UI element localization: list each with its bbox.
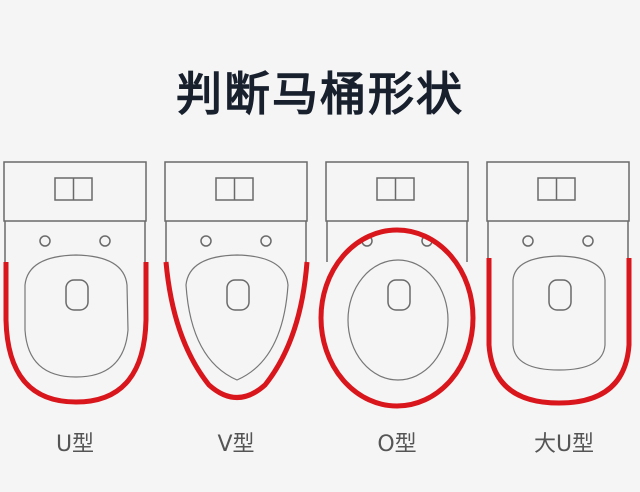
toilet-big-u: [486, 161, 632, 406]
v-shape-outline: [163, 261, 310, 400]
o-shape-outline: [318, 227, 476, 409]
toilet-u: [3, 161, 149, 405]
label-u: U型: [55, 432, 95, 457]
big-u-shape-outline: [486, 258, 632, 406]
label-o: O型: [377, 432, 417, 457]
u-shape-outline: [3, 262, 149, 405]
label-big-u: 大U型: [533, 432, 595, 457]
label-v: V型: [217, 432, 255, 457]
page-title: 判断马桶形状: [176, 67, 464, 121]
toilet-v: [163, 161, 310, 400]
toilet-o: [318, 161, 476, 409]
